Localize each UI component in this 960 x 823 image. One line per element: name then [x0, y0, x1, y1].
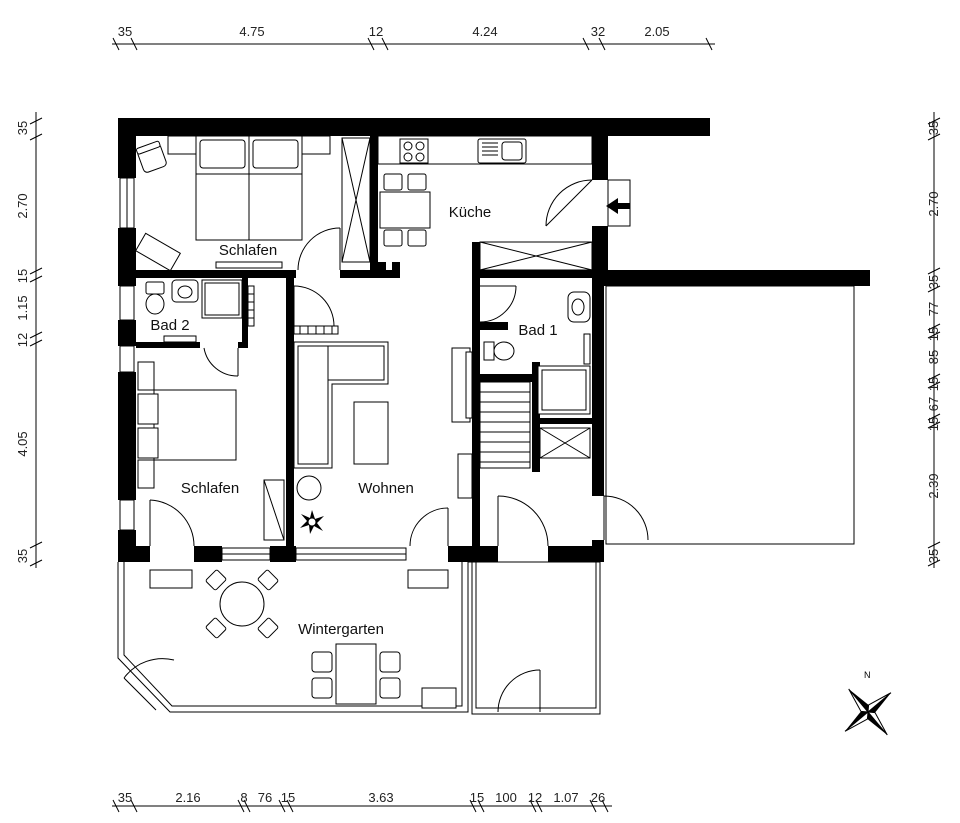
dim-left-3: 15: [15, 269, 30, 283]
dim-left-7: 35: [15, 549, 30, 563]
dim-right-3: 35: [926, 275, 941, 289]
dim-top-2: 4.75: [239, 24, 264, 39]
dim-top-1: 35: [118, 24, 132, 39]
plant-icon: [300, 510, 324, 534]
dim-left-1: 35: [15, 121, 30, 135]
dim-bottom-4: 76: [258, 790, 272, 805]
dim-right-10: 2.39: [926, 473, 941, 498]
dim-right-6: 85: [926, 350, 941, 364]
dim-right-2: 2.70: [926, 191, 941, 216]
dim-left-2: 2.70: [15, 193, 30, 218]
wintergarten-furniture: [149, 569, 457, 709]
dim-top-5: 32: [591, 24, 605, 39]
compass-rose-icon: N: [844, 670, 892, 736]
room-label-schlafen-top: Schlafen: [219, 242, 277, 259]
dim-left-5: 12: [15, 333, 30, 347]
dim-right-8: 67: [926, 397, 941, 411]
dim-top-4: 4.24: [472, 24, 497, 39]
dim-bottom-1: 35: [118, 790, 132, 805]
room-label-bad1: Bad 1: [518, 322, 557, 339]
living-room-furniture: [293, 325, 473, 534]
dim-bottom-3: 8: [240, 790, 247, 805]
dim-bottom-2: 2.16: [175, 790, 200, 805]
dim-right-7: 15: [926, 377, 941, 391]
dim-bottom-7: 15: [470, 790, 484, 805]
kitchen-furniture: [377, 135, 593, 271]
dim-bottom-5: 15: [281, 790, 295, 805]
room-label-bad2: Bad 2: [150, 317, 189, 334]
dim-bottom-10: 1.07: [553, 790, 578, 805]
svg-text:N: N: [864, 670, 871, 680]
bathroom-2-fixtures: [145, 279, 255, 343]
staircase: [479, 381, 531, 469]
dim-right-4: 77: [926, 302, 941, 316]
dim-right-11: 35: [926, 549, 941, 563]
wintergarten-outline: [117, 561, 601, 715]
dim-right-1: 35: [926, 121, 941, 135]
dim-left-6: 4.05: [15, 431, 30, 456]
dim-bottom-11: 26: [591, 790, 605, 805]
dim-bottom-6: 3.63: [368, 790, 393, 805]
walls: [118, 118, 870, 562]
dimension-lines: [29, 37, 941, 813]
dim-top-3: 12: [369, 24, 383, 39]
dim-top-6: 2.05: [644, 24, 669, 39]
dim-bottom-9: 12: [528, 790, 542, 805]
bedroom-top-furniture: [134, 135, 371, 272]
dim-left-4: 1.15: [15, 295, 30, 320]
dim-bottom-8: 100: [495, 790, 517, 805]
entrance-arrow-icon: [606, 198, 630, 214]
bed: [153, 389, 237, 461]
terrace-outline: [605, 285, 855, 545]
bedroom-bottom-furniture: [137, 361, 285, 541]
room-label-schlafen-bottom: Schlafen: [181, 480, 239, 497]
bathroom-1-fixtures: [483, 291, 591, 459]
room-label-kueche: Küche: [449, 204, 492, 221]
doors: [123, 179, 649, 713]
dim-right-5: 15: [926, 327, 941, 341]
room-label-wohnen: Wohnen: [358, 480, 414, 497]
dim-right-9: 15: [926, 417, 941, 431]
room-label-wintergarten: Wintergarten: [298, 621, 384, 638]
